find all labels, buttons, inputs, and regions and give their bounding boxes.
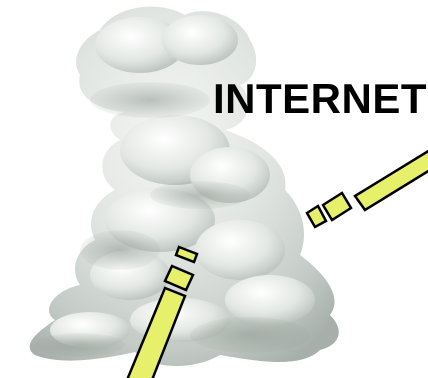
cloud-icon bbox=[30, 7, 339, 366]
internet-label: INTERNET bbox=[213, 74, 427, 124]
link-segment-small bbox=[307, 206, 326, 227]
connection-link-icon bbox=[307, 150, 428, 227]
link-segment-mid bbox=[323, 193, 351, 220]
link-segment-long bbox=[355, 150, 428, 210]
